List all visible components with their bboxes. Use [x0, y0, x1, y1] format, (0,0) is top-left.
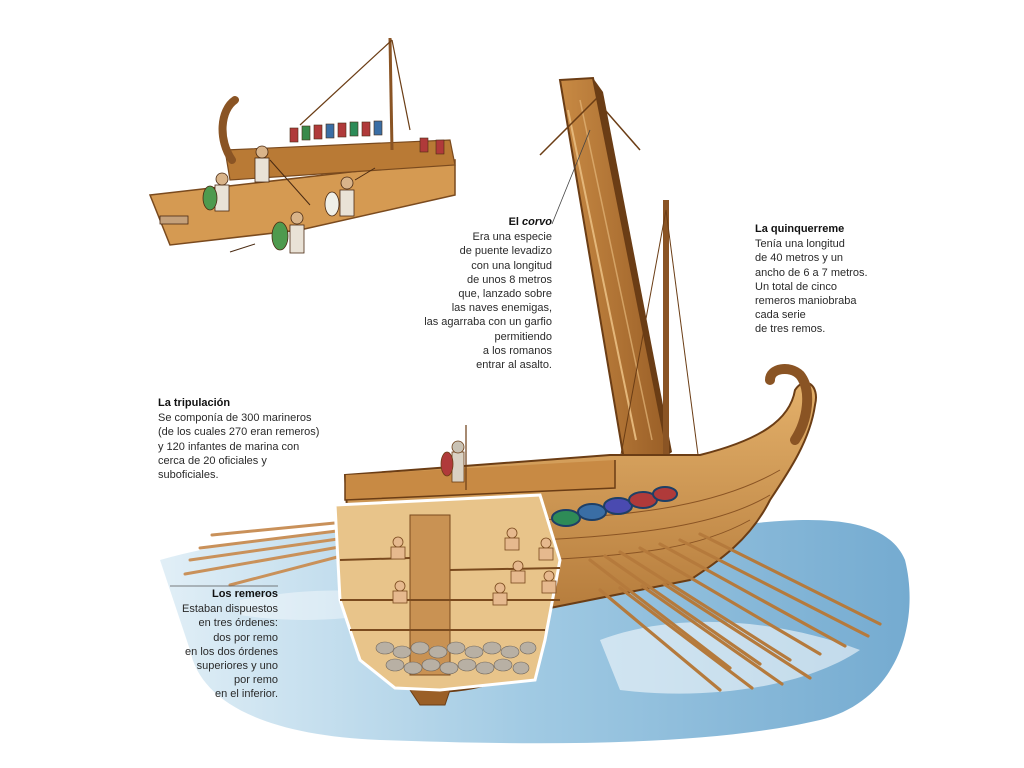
oars — [588, 532, 882, 692]
caption-corvo-line: las agarraba con un garfio — [424, 316, 552, 329]
hull-cutaway — [333, 493, 562, 692]
caption-tripulacion-line: cerca de 20 oficiales y — [158, 454, 267, 467]
caption-quinquerreme-line: de tres remos. — [755, 323, 826, 336]
caption-corvo-line: permitiendo — [494, 330, 552, 343]
caption-corvo-line: con una longitud — [471, 259, 552, 272]
caption-quinquerreme-line: remeros maniobraba — [755, 295, 857, 308]
caption-remeros-line: en tres órdenes: — [198, 617, 279, 630]
caption-quinquerreme-title: La quinquerreme — [755, 223, 845, 235]
caption-tripulacion-title: La tripulación — [158, 397, 231, 409]
caption-remeros-line: en el inferior. — [215, 688, 278, 701]
corvus-bridge — [539, 76, 672, 462]
deck-soldier — [440, 425, 467, 490]
caption-tripulacion: La tripulación Se componía de 300 marine… — [158, 396, 348, 482]
caption-tripulacion-line: Se componía de 300 marineros — [158, 412, 312, 425]
caption-corvo-line: de puente levadizo — [459, 245, 552, 258]
caption-corvo-line: que, lanzado sobre — [458, 288, 552, 301]
caption-remeros-line: superiores y uno — [196, 660, 278, 673]
caption-corvo-line: las naves enemigas, — [451, 302, 552, 315]
caption-corvo-line: a los romanos — [482, 344, 552, 357]
mast — [619, 200, 701, 480]
caption-corvo-line: entrar al asalto. — [476, 359, 552, 372]
caption-tripulacion-line: suboficiales. — [158, 469, 219, 482]
corvo-leader-line — [551, 129, 591, 225]
boarding-scene — [148, 37, 456, 254]
caption-corvo-line: Era una especie — [472, 231, 553, 244]
caption-remeros-line: en los dos órdenes — [185, 645, 278, 658]
caption-tripulacion-line: (de los cuales 270 eran remeros) — [158, 426, 320, 439]
caption-quinquerreme-line: cada serie — [755, 309, 806, 322]
caption-quinquerreme-line: Un total de cinco — [755, 280, 837, 293]
caption-quinquerreme-line: ancho de 6 a 7 metros. — [755, 266, 868, 279]
caption-corvo: El corvo Era una especie de puente levad… — [376, 215, 552, 372]
caption-tripulacion-line: y 120 infantes de marina con — [158, 440, 300, 453]
caption-remeros-line: por remo — [233, 674, 278, 687]
caption-remeros-title: Los remeros — [211, 588, 278, 600]
stern-oars — [183, 520, 347, 587]
caption-quinquerreme-line: de 40 metros y un — [755, 252, 844, 265]
shields-row — [551, 486, 678, 527]
caption-remeros: Los remeros Estaban dispuestos en tres ó… — [150, 587, 278, 702]
caption-remeros-line: dos por remo — [213, 631, 278, 644]
caption-corvo-line: de unos 8 metros — [467, 273, 552, 286]
caption-quinquerreme: La quinquerreme Tenía una longitud de 40… — [755, 222, 915, 337]
caption-remeros-line: Estaban dispuestos — [181, 603, 278, 616]
caption-corvo-title: El corvo — [508, 216, 552, 228]
caption-quinquerreme-line: Tenía una longitud — [755, 238, 845, 251]
